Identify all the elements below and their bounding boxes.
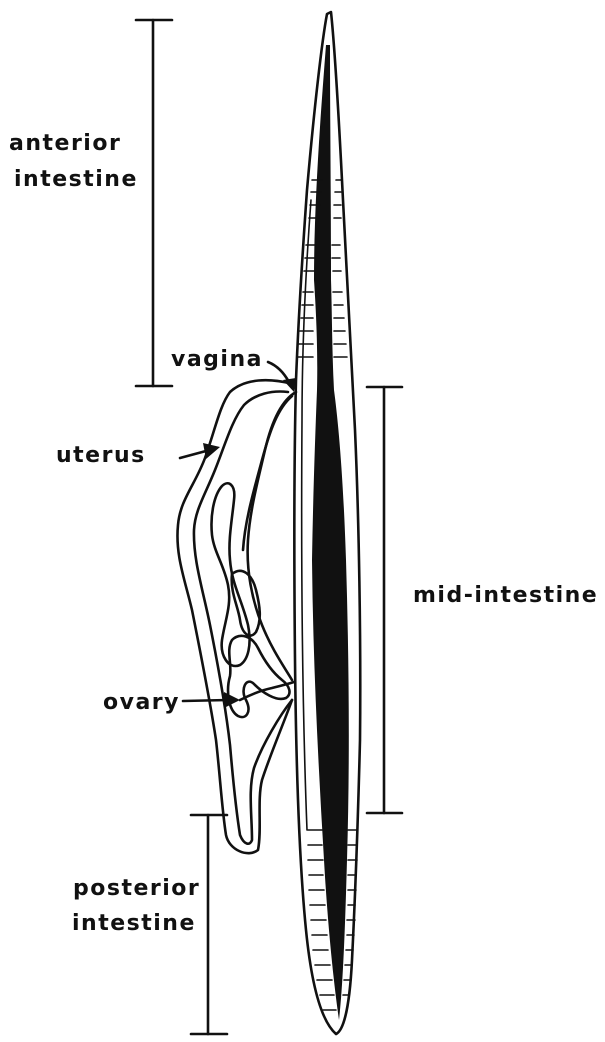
- vagina-arrow: [268, 362, 296, 392]
- cuticle-inner-line: [302, 200, 311, 830]
- uterus-inner-wall: [194, 392, 292, 844]
- ovary-label: ovary: [103, 690, 180, 715]
- uterus-arrow: [180, 443, 220, 459]
- uterus-label: uterus: [56, 443, 146, 468]
- ovary-loop-upper: [211, 483, 249, 666]
- uterine-branch: [248, 392, 296, 680]
- anterior-label-line1: anterior: [9, 131, 121, 156]
- vagina-label: vagina: [171, 347, 263, 372]
- anterior-label-line2: intestine: [14, 167, 138, 192]
- posterior-label-line2: intestine: [72, 911, 196, 936]
- anterior-intestine-bracket: [136, 20, 172, 386]
- mid-intestine-bracket: [367, 387, 402, 813]
- uterus-outer-wall: [177, 380, 293, 853]
- ovary-loop-lower: [228, 636, 289, 717]
- mid-intestine-label: mid-intestine: [413, 583, 598, 608]
- posterior-intestine-bracket: [191, 815, 227, 1034]
- posterior-label-line1: posterior: [73, 876, 200, 901]
